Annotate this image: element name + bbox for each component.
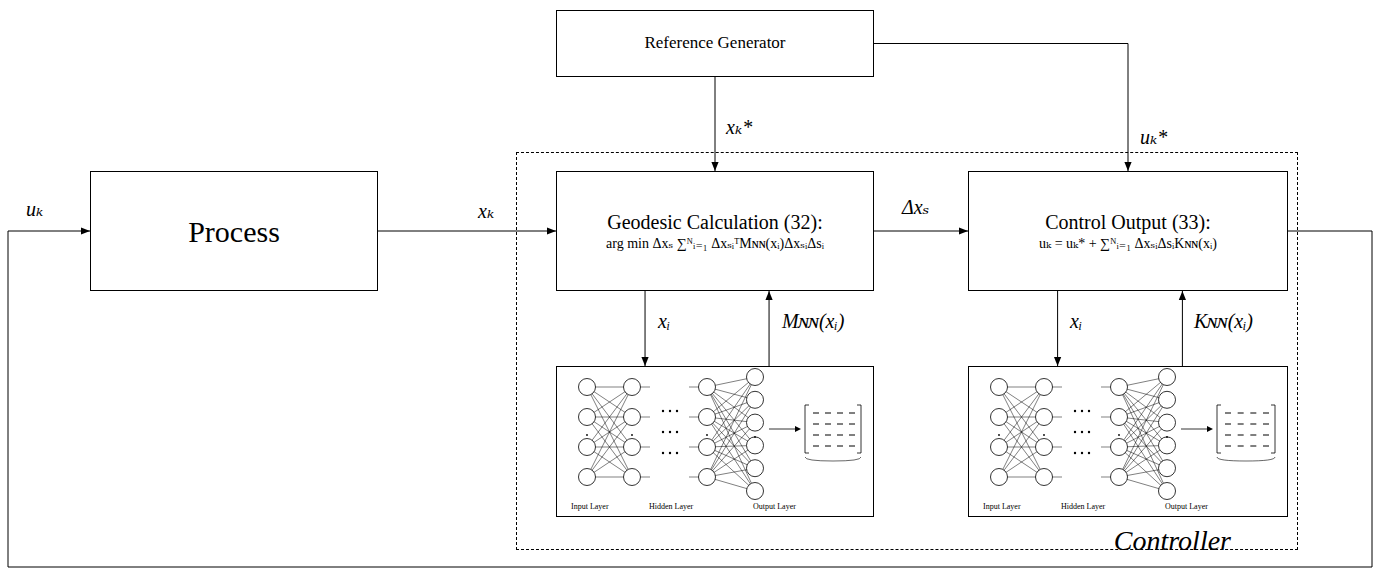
signal-connector [874,231,968,232]
signal-connector [645,291,646,366]
box-title: Geodesic Calculation (32): [607,209,823,235]
signal-label: xᵢ [656,310,672,332]
layer-label: Output Layer [1165,503,1208,511]
signal-label: xᵢ [1068,310,1084,332]
layer-label: Hidden Layer [649,503,693,511]
signal-label: Kɴɴ(xᵢ) [1192,310,1255,332]
signal-connector [769,291,770,366]
neural-network-box: Input Layer Hidden Layer Output Layer [968,366,1288,517]
signal-label: uₖ [24,198,45,220]
process-box: Process [90,171,378,291]
signal-label: Mɴɴ(xᵢ) [780,310,846,332]
neural-network-illustration [557,367,873,516]
signal-label: Δxₛ [900,196,931,218]
neural-network-box: Input Layer Hidden Layer Output Layer [556,366,874,517]
layer-label: Hidden Layer [1061,503,1105,511]
neural-network-illustration [969,367,1287,516]
signal-connector [1182,291,1183,366]
signal-connector [715,77,716,171]
box-title: Reference Generator [644,32,785,54]
box-title: Process [188,212,280,251]
signal-connector [1057,291,1058,366]
process-box: Control Output (33):uₖ = uₖ* + ∑ᴺᵢ₌₁ Δxₛ… [968,171,1288,291]
box-title: Control Output (33): [1045,209,1211,235]
region-label: Controller [1114,526,1231,557]
process-box: Geodesic Calculation (32):arg min Δxₛ ∑ᴺ… [556,171,874,291]
signal-label: xₖ* [724,116,754,138]
signal-label: uₖ* [1138,126,1169,148]
process-box: Reference Generator [556,10,874,77]
layer-label: Output Layer [753,503,796,511]
formula: arg min Δxₛ ∑ᴺᵢ₌₁ ΔxₛᵢᵀMɴɴ(xᵢ)ΔxₛᵢΔsᵢ [606,235,824,253]
layer-label: Input Layer [571,503,609,511]
formula: uₖ = uₖ* + ∑ᴺᵢ₌₁ ΔxₛᵢΔsᵢKɴɴ(xᵢ) [1039,235,1217,253]
signal-connector [378,231,556,232]
signal-label: xₖ [476,200,496,222]
layer-label: Input Layer [983,503,1021,511]
